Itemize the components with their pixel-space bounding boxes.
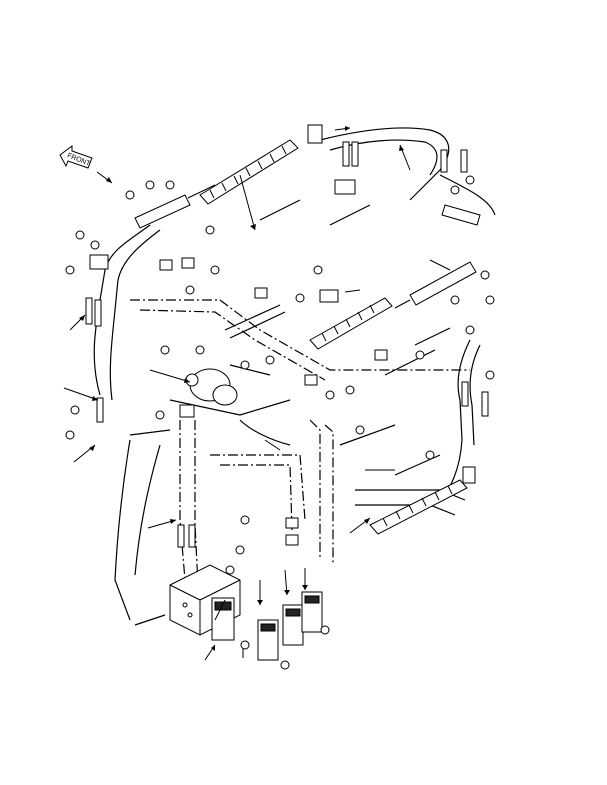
cable-carrier-middle [309, 297, 393, 350]
solenoid-valve-4 [301, 591, 323, 633]
cable-carrier-top [199, 139, 299, 205]
hydraulic-motor [185, 368, 238, 406]
callout-arrowheads [79, 126, 404, 651]
cable-carrier-bottom [369, 479, 468, 535]
solenoid-valve-1 [211, 597, 235, 641]
callout-leaders [63, 127, 451, 661]
hydraulic-cylinder-upper-right [441, 204, 481, 226]
solenoid-valve-3 [282, 604, 304, 646]
hose-end-fittings [85, 124, 489, 548]
hydraulic-cylinder-right [394, 261, 477, 309]
small-fittings [65, 175, 495, 670]
hydraulic-cylinder-upper-left [134, 184, 216, 229]
mounting-blocks [89, 179, 388, 546]
front-direction-arrow: FRONT [59, 145, 93, 169]
solenoid-valve-2 [257, 619, 279, 661]
hose-lines [93, 127, 496, 621]
diagonal-hose-assemblies [129, 199, 451, 626]
